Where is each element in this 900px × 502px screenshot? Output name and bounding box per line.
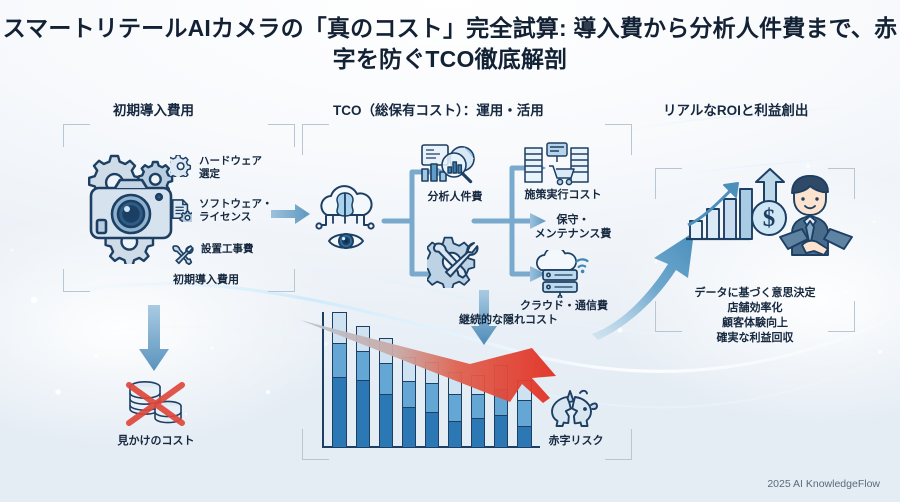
- initial-panel-caption: 初期導入費用: [173, 274, 239, 286]
- section-header-tco: TCO（総保有コスト）：運用・活用: [333, 103, 544, 118]
- deficit-risk-label: 赤字リスク: [548, 435, 604, 447]
- cloud-comm-cost-label: クラウド・通信費: [520, 300, 608, 312]
- chart-bar-segment-base-cost: [495, 415, 508, 447]
- chart-bar-segment-mid-cost: [333, 342, 346, 378]
- arrow-up-roi: [592, 232, 694, 340]
- arrow-declining-red-trend: [300, 320, 556, 403]
- tools-icon: [172, 245, 194, 265]
- camera-gears-icon: [88, 154, 174, 264]
- section-header-initial-cost: 初期導入費用: [113, 103, 194, 118]
- analysis-labor-cost-label: 分析人件費: [427, 191, 483, 203]
- arrow-down-hidden-cost: [471, 290, 497, 345]
- chart-bar-segment-mid-cost: [402, 380, 416, 408]
- tools-gear-icon: [427, 236, 479, 288]
- chart-bar-segment-base-cost: [425, 412, 439, 447]
- initial-item-software-label: ソフトウェア・ ライセンス: [199, 198, 273, 223]
- broken-piggy-bank-icon: [551, 389, 598, 427]
- arrow-initial-to-tco: [271, 204, 310, 224]
- watermark: 2025 AI KnowledgeFlow: [767, 478, 880, 490]
- coins-crossed-icon: [126, 381, 185, 426]
- initial-item-hardware-label: ハードウェア 選定: [199, 155, 262, 180]
- arrow-down-apparent-cost: [139, 305, 169, 371]
- chart-bar-segment-mid-cost: [425, 383, 439, 413]
- store-cart-icon: [524, 142, 589, 186]
- section-header-roi: リアルなROIと利益創出: [663, 103, 809, 118]
- apparent-cost-label: 見かけのコスト: [117, 435, 195, 447]
- initial-item-installation: 設置工事費: [170, 243, 254, 265]
- roi-benefit-0: データに基づく意思決定: [694, 287, 816, 299]
- cloud-server-wifi-icon: [536, 250, 589, 298]
- initial-item-hardware: ハードウェア 選定: [170, 155, 262, 181]
- chart-bar-segment-base-cost: [472, 417, 485, 447]
- chart-bar: [332, 312, 347, 448]
- growth-bars-arrow-icon: [686, 182, 753, 241]
- chart-bar-segment-base-cost: [356, 380, 369, 447]
- roi-benefit-2: 顧客体験向上: [722, 317, 788, 329]
- roi-benefit-1: 店舗効率化: [727, 302, 783, 314]
- chart-bar-segment-base-cost: [448, 420, 462, 447]
- chart-x-axis: [322, 446, 540, 448]
- document-gear-icon: [171, 199, 192, 222]
- chart-bar-segment-base-cost: [518, 425, 531, 447]
- chart-bar-segment-base-cost: [402, 407, 416, 447]
- chart-bar: [517, 380, 532, 448]
- handshake-businessman-icon: [779, 175, 853, 256]
- dollar-arrow-icon: $: [751, 168, 787, 236]
- svg-text:$: $: [763, 205, 776, 232]
- chart-bar-segment-mid-cost: [472, 394, 485, 418]
- chart-bar-segment-base-cost: [379, 393, 392, 447]
- chart-bar-segment-mid-cost: [518, 399, 531, 426]
- maintenance-cost-label: 保守・ メンテナンス費: [534, 214, 612, 240]
- chart-bar-segment-mid-cost: [448, 394, 462, 421]
- chart-bar-segment-base-cost: [333, 377, 346, 447]
- initial-item-software: ソフトウェア・ ライセンス: [170, 198, 273, 224]
- chart-bar-segment-mid-cost: [356, 350, 369, 381]
- chart-bar: [401, 356, 417, 448]
- cloud-brain-eye-icon: [315, 185, 375, 249]
- continuous-hidden-cost-label: 継続的な隠れコスト: [459, 314, 558, 326]
- initial-item-installation-label: 設置工事費: [201, 243, 254, 255]
- roi-benefit-3: 確実な利益回収: [716, 332, 794, 344]
- chart-y-axis: [322, 312, 324, 448]
- policy-execution-cost-label: 施策実行コスト: [524, 189, 602, 201]
- page-title: スマートリテールAIカメラの「真のコスト」完全試算: 導入費から分析人件費まで、…: [2, 15, 898, 72]
- roi-benefits-list: データに基づく意思決定 店舗効率化 顧客体験向上 確実な利益回収: [695, 286, 816, 346]
- gear-icon: [170, 155, 192, 177]
- analytics-magnifier-icon: [421, 144, 475, 184]
- chart-bar-segment-mid-cost: [379, 362, 392, 394]
